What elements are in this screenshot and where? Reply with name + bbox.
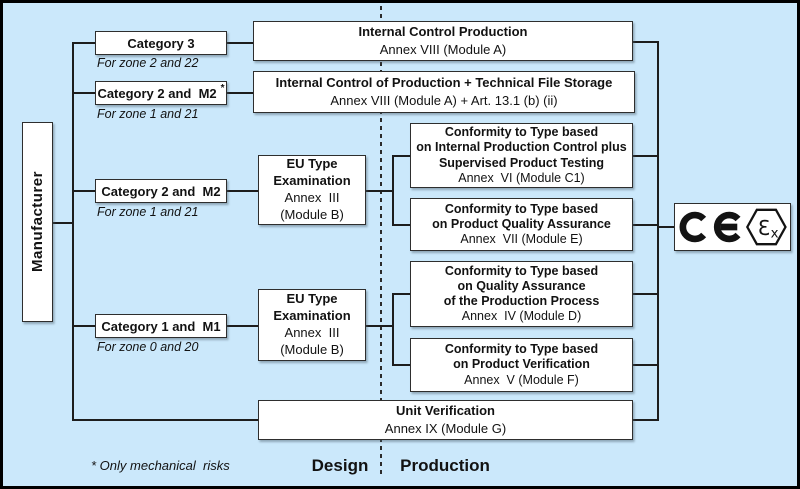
connector-line	[633, 224, 658, 226]
connector-branch-1	[392, 155, 394, 226]
connector-line	[227, 42, 253, 44]
phase-label-production: Production	[400, 456, 490, 475]
box-subtitle: Annex VIII (Module A)	[379, 42, 507, 57]
box-subtitle: Annex IV (Module D)	[461, 309, 582, 324]
box-subtitle: Annex V (Module F)	[464, 372, 579, 387]
box-module-e: Conformity to Type based on Product Qual…	[410, 198, 633, 251]
category-label: Category 2 and M2	[97, 85, 217, 101]
connector-line	[657, 226, 674, 228]
box-eu-type-examination-1: EU Type Examination Annex III (Module B)	[258, 155, 366, 225]
ce-ex-marking-icon: Ɛx	[679, 208, 787, 246]
connector-line	[227, 325, 258, 327]
box-subtitle: Annex VIII (Module A) + Art. 13.1 (b) (i…	[330, 93, 558, 108]
box-eu-type-examination-2: EU Type Examination Annex III (Module B)	[258, 289, 366, 361]
connector-line	[633, 293, 658, 295]
manufacturer-label: Manufacturer	[29, 171, 46, 273]
box-category-3: Category 3	[95, 31, 227, 55]
box-title: Unit Verification	[396, 402, 495, 418]
box-category-2-m2: Category 2 and M2	[95, 179, 227, 203]
phase-label-design: Design	[311, 456, 369, 475]
box-subtitle: Annex IX (Module G)	[384, 421, 507, 436]
svg-text:Ɛx: Ɛx	[758, 216, 779, 241]
box-unit-verification: Unit Verification Annex IX (Module G)	[258, 400, 633, 440]
connector-line	[633, 155, 658, 157]
box-title: EU Type Examination	[273, 291, 351, 324]
connector-line	[53, 222, 73, 224]
category-label: Category 3	[127, 35, 195, 51]
connector-line	[392, 155, 410, 157]
footnote-mechanical-risks: * Only mechanical risks	[91, 458, 230, 473]
ex-marking-icon: Ɛx	[745, 208, 787, 246]
connector-collector	[657, 41, 659, 421]
connector-line	[392, 364, 410, 366]
box-title: Conformity to Type based on Product Veri…	[444, 342, 599, 372]
box-subtitle: Annex VI (Module C1)	[458, 170, 585, 185]
zone-note: For zone 2 and 22	[97, 56, 199, 70]
category-label: Category 2 and M2	[101, 183, 221, 199]
connector-line	[73, 419, 258, 421]
connector-trunk	[72, 42, 74, 421]
box-module-c1: Conformity to Type based on Internal Pro…	[410, 123, 633, 188]
connector-line	[227, 92, 253, 94]
box-internal-control-production: Internal Control Production Annex VIII (…	[253, 21, 633, 61]
connector-line	[73, 42, 95, 44]
connector-line	[73, 92, 95, 94]
zone-note: For zone 1 and 21	[97, 107, 199, 121]
connector-line	[392, 224, 410, 226]
connector-line	[392, 293, 410, 295]
connector-line	[366, 190, 392, 192]
connector-line	[366, 325, 392, 327]
connector-line	[633, 419, 658, 421]
box-title: EU Type Examination	[273, 156, 351, 189]
box-internal-control-file-storage: Internal Control of Production + Technic…	[253, 71, 635, 113]
box-module-d: Conformity to Type based on Quality Assu…	[410, 261, 633, 327]
box-category-1-m1: Category 1 and M1	[95, 314, 227, 338]
box-subtitle: Annex VII (Module E)	[460, 232, 583, 247]
design-production-divider	[380, 6, 382, 476]
box-subtitle: Annex III (Module B)	[280, 325, 344, 357]
connector-line	[73, 325, 95, 327]
box-title: Internal Control Production	[358, 23, 528, 39]
connector-line	[227, 190, 258, 192]
category-asterisk: *	[220, 82, 225, 94]
category-label: Category 1 and M1	[101, 318, 221, 334]
connector-branch-2	[392, 293, 394, 366]
box-category-2-m2-mech: Category 2 and M2 *	[95, 81, 227, 105]
connector-line	[73, 190, 95, 192]
zone-note: For zone 1 and 21	[97, 205, 199, 219]
box-subtitle: Annex III (Module B)	[280, 190, 344, 222]
connector-line	[633, 364, 658, 366]
box-manufacturer: Manufacturer	[22, 122, 53, 322]
zone-note: For zone 0 and 20	[97, 340, 199, 354]
box-ce-ex-marking: Ɛx	[674, 203, 791, 251]
box-title: Conformity to Type based on Quality Assu…	[443, 263, 600, 309]
box-module-f: Conformity to Type based on Product Veri…	[410, 338, 633, 392]
connector-line	[633, 41, 658, 43]
box-title: Conformity to Type based on Product Qual…	[432, 201, 611, 231]
box-title: Internal Control of Production + Technic…	[275, 74, 613, 90]
box-title: Conformity to Type based on Internal Pro…	[416, 125, 627, 170]
ce-marking-icon	[679, 211, 741, 243]
